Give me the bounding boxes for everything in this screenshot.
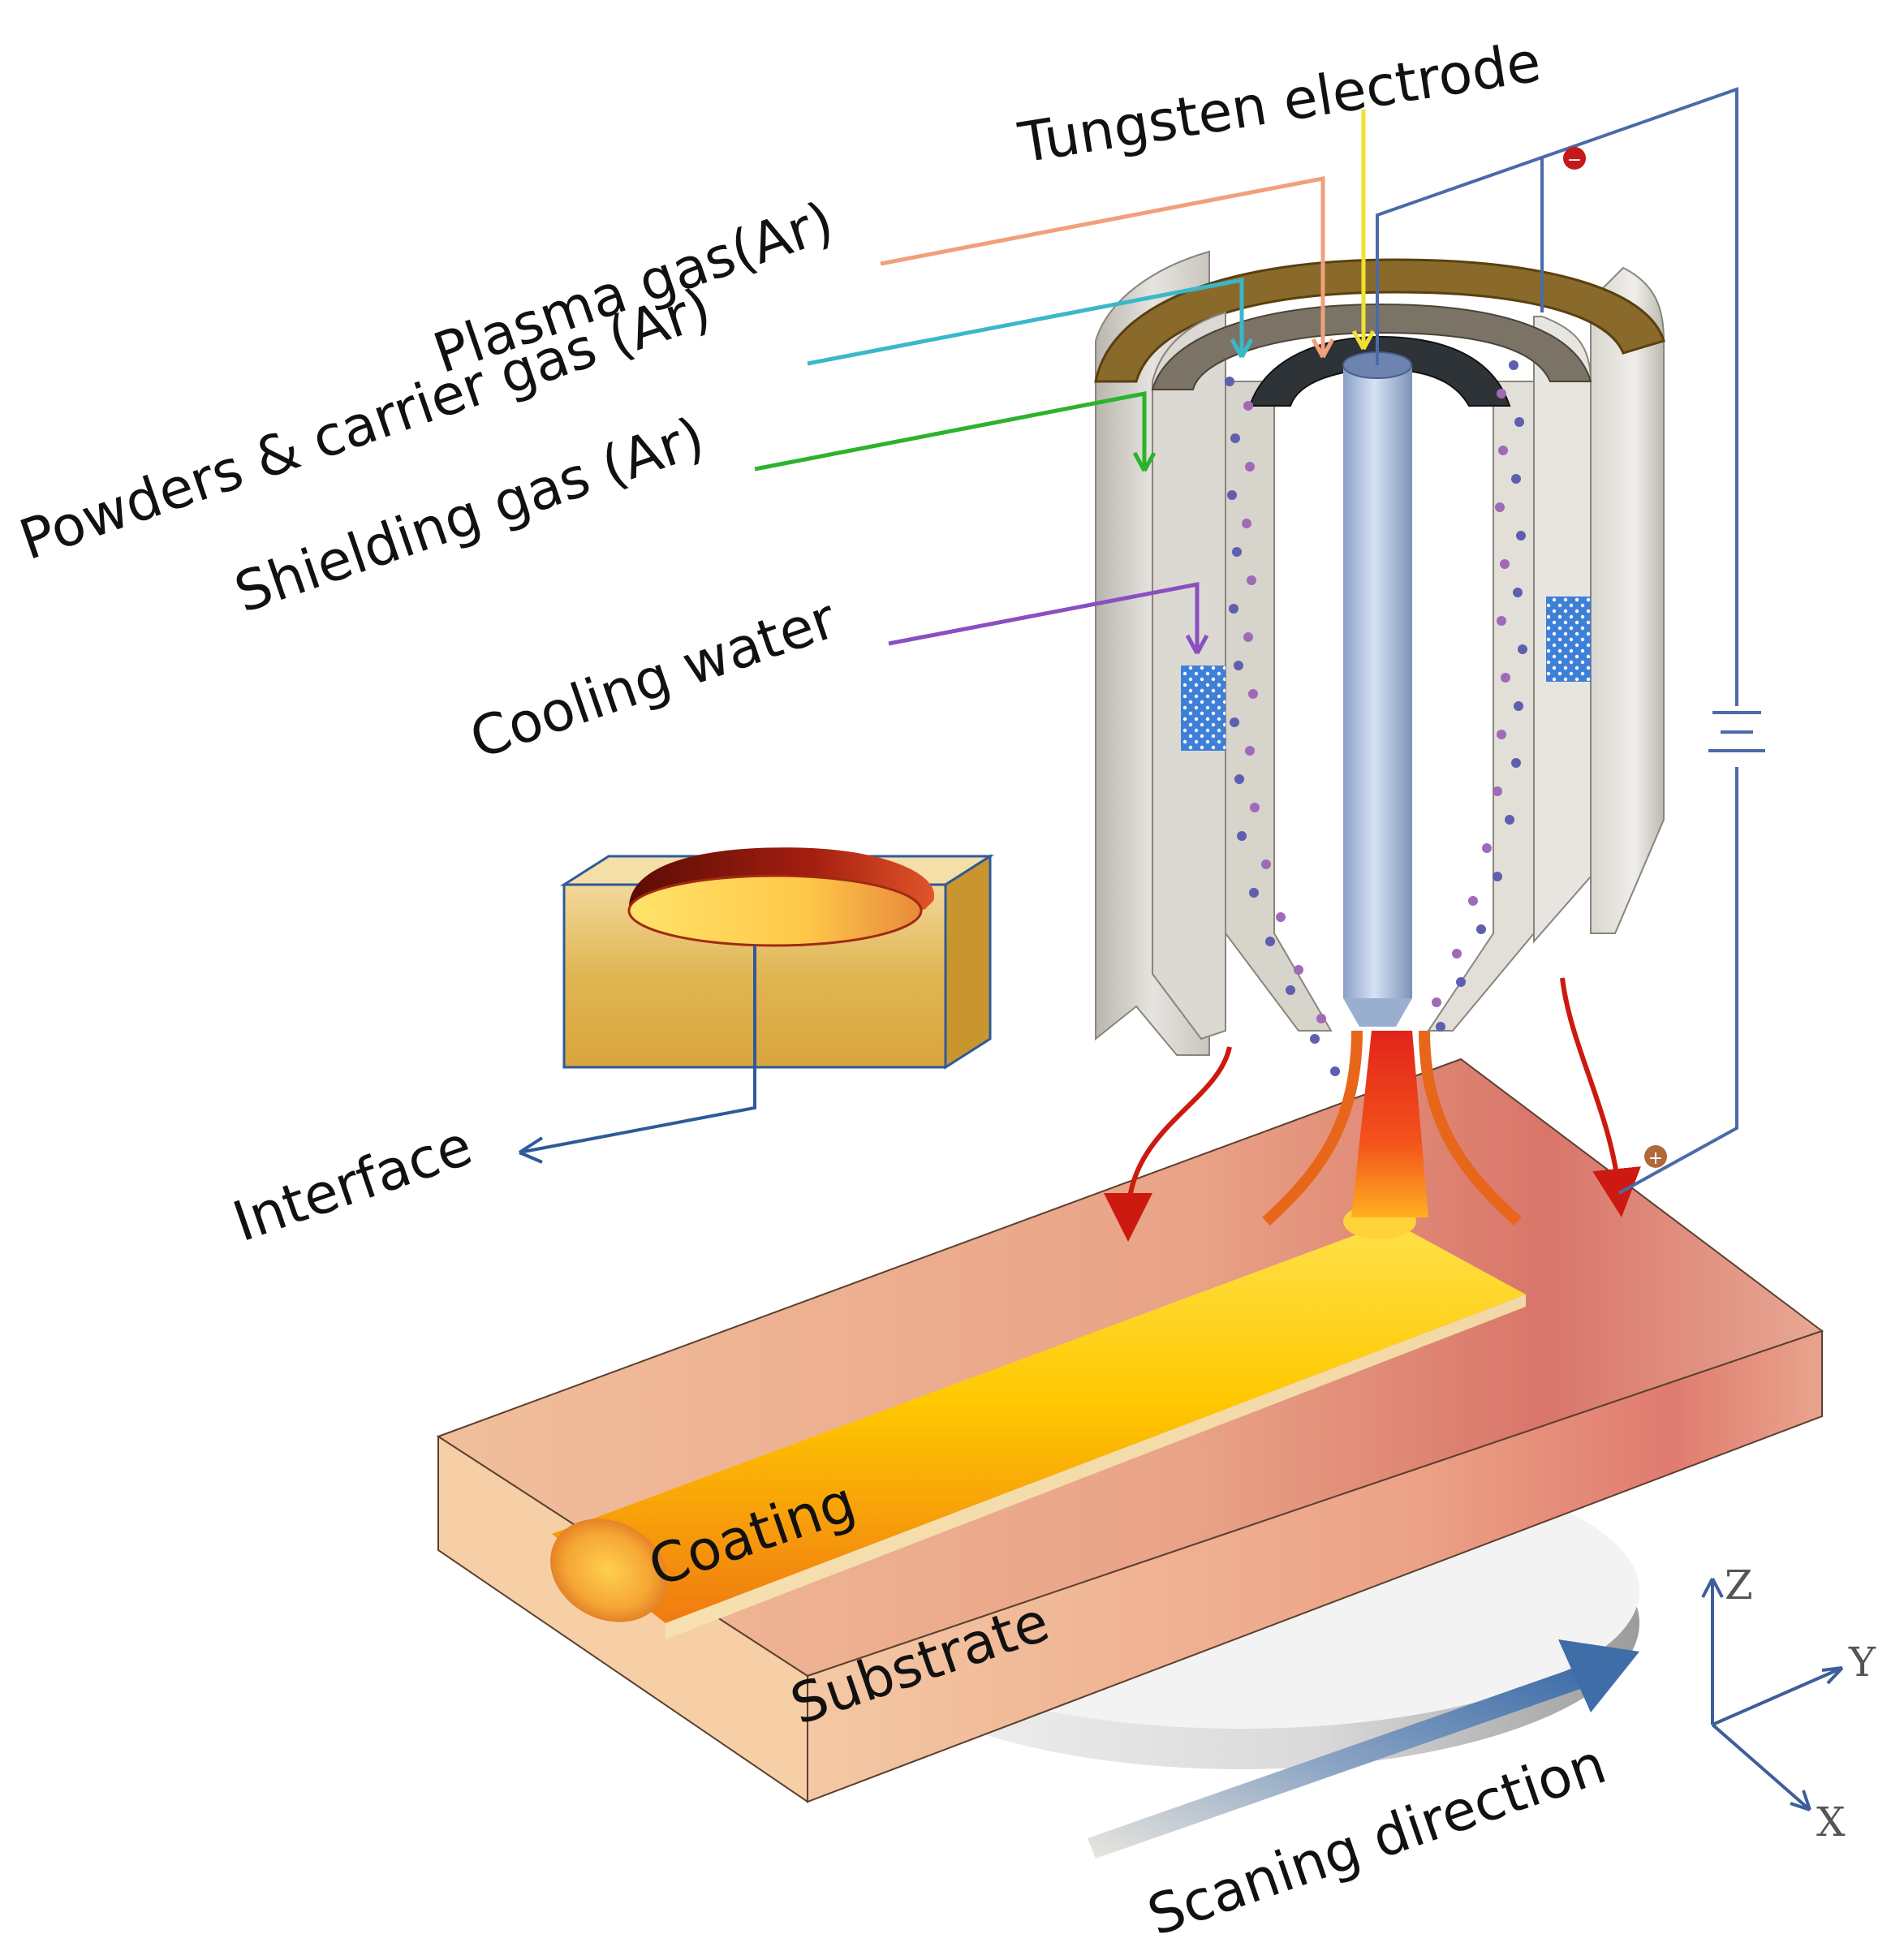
svg-text:−: − [1567,150,1582,170]
axis-z-label: Z [1725,1562,1753,1609]
power-circuit [1376,87,1765,1195]
cooling-water-left [1181,666,1226,751]
cooling-water-leader [888,581,1200,653]
scanning-direction-arrow [1088,1639,1639,1859]
axis-x-label: X [1816,1798,1846,1846]
svg-text:+: + [1648,1148,1663,1169]
power-terminal-negative: − [1563,147,1586,170]
leader-lines [754,110,1376,655]
axis-y-label: Y [1848,1639,1876,1686]
plasma-torch [1094,250,1665,1076]
cooling-water-right [1546,597,1591,682]
shielding-gas-leader [754,390,1147,472]
cooling-water-label: Cooling water [463,587,844,772]
powders-gas-leader [807,277,1244,366]
interface-inset [518,847,995,1164]
powder-particles [1225,360,1527,1076]
tungsten-electrode [1342,351,1412,1027]
power-terminal-positive: + [1644,1145,1667,1169]
plasma-arc [1262,1030,1522,1226]
plasma-gas-leader [880,175,1325,357]
coordinate-axes [1701,1578,1844,1811]
tungsten-electrode-label: Tungsten electrode [1014,30,1544,176]
interface-label: Interface [226,1114,480,1255]
gas-flow-arrows [1104,977,1641,1242]
